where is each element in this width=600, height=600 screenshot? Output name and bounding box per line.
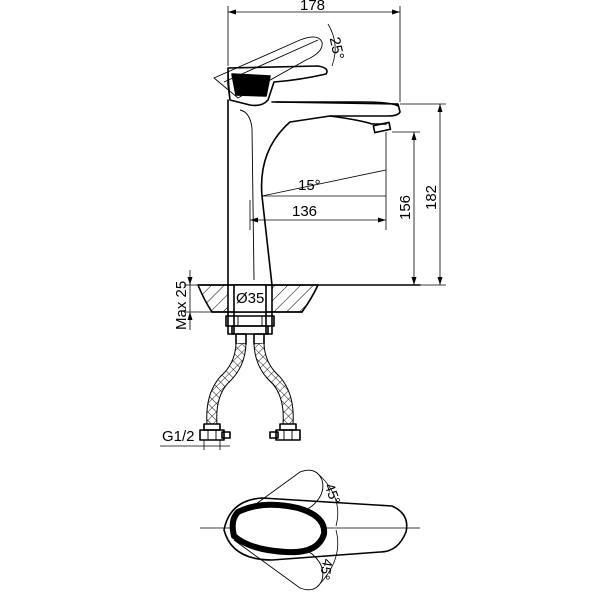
- dim-25deg-arc: [327, 23, 336, 67]
- dim-25deg-label: 25°: [326, 35, 347, 61]
- dim-15deg-label: 15°: [298, 177, 321, 194]
- lever-dark-band: [231, 73, 271, 97]
- dim-15deg-line: [261, 169, 387, 197]
- hose-left-braid: [207, 343, 246, 425]
- hose-end-right-nut: [275, 429, 301, 441]
- hose-end-right-collar: [279, 423, 297, 431]
- body-inner-curve: [239, 109, 255, 281]
- mounting-rod-left: [227, 311, 235, 335]
- mounting-stem: [233, 284, 267, 313]
- dim-182-label: 182: [423, 185, 440, 210]
- countertop-section: Ø35: [197, 284, 421, 313]
- top-view-45deg-arc-lower: [315, 529, 339, 589]
- dim-max25-label: Max 25: [173, 281, 190, 330]
- hose-end-left-thread: [221, 431, 231, 439]
- lever-raised-outline: [213, 36, 323, 99]
- hose-end-left-collar: [203, 423, 221, 431]
- mounting-hardware: [225, 311, 275, 345]
- top-view-45deg-label-lower: 45°: [317, 558, 336, 582]
- hole-diameter-label: Ø35: [236, 290, 264, 307]
- hose-fitting-left: [235, 333, 247, 345]
- dim-g12-label: G1/2: [162, 428, 195, 445]
- hose-end-left-nut: [199, 429, 225, 441]
- faucet-side-view: [213, 36, 401, 286]
- top-view-ghost-handle-upper: [233, 469, 324, 541]
- lever-handle: [227, 65, 328, 107]
- faucet-top-view: 45° 45°: [200, 469, 420, 591]
- braided-hoses: [199, 343, 301, 441]
- spout-top: [271, 101, 399, 107]
- countertop-left: [197, 284, 229, 313]
- dim-136-label: 136: [292, 203, 317, 220]
- top-view-lever: [229, 501, 328, 556]
- top-view-body-outline: [223, 497, 408, 561]
- dim-156-label: 156: [397, 195, 414, 220]
- hose-fitting-right: [253, 333, 265, 345]
- top-view-ghost-handle-lower: [233, 519, 324, 591]
- spout-underside: [329, 115, 387, 125]
- hose-end-left: [199, 423, 231, 441]
- mounting-rod-right: [265, 311, 273, 335]
- top-view-45deg-arc-upper: [315, 471, 339, 527]
- dimension-annotations: 178 25° 15° 136 156 182 Max 25: [160, 0, 446, 450]
- faucet-body: [227, 99, 401, 286]
- mounting-washer: [231, 325, 269, 335]
- countertop-right: [271, 284, 319, 313]
- aerator: [372, 121, 392, 134]
- hose-end-right-thread: [269, 431, 279, 439]
- top-view-45deg-label-upper: 45°: [322, 481, 344, 506]
- dim-178-label: 178: [300, 0, 325, 14]
- hose-end-right: [269, 423, 301, 441]
- hose-right-braid: [254, 343, 293, 425]
- lever-edge: [227, 67, 231, 101]
